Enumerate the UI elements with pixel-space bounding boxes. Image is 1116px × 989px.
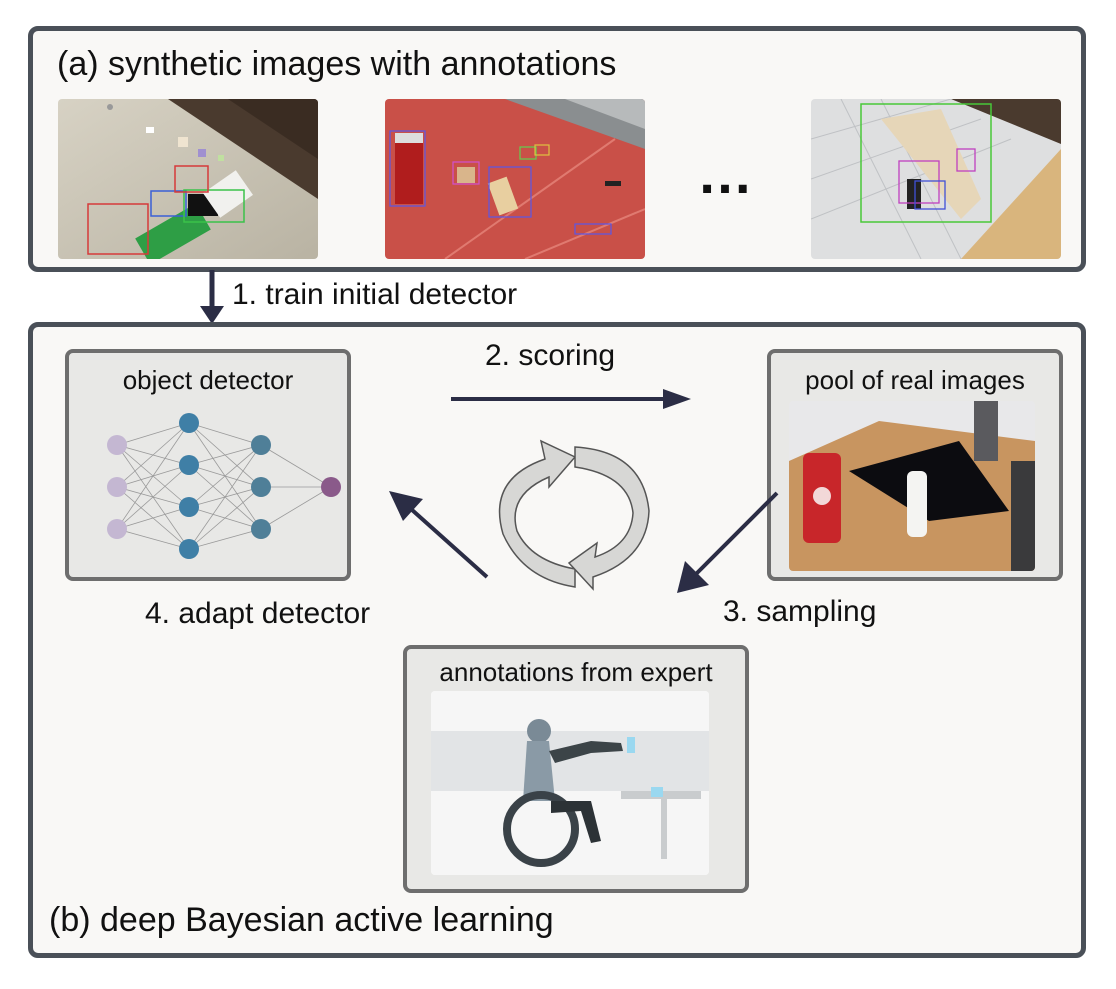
scoring-arrow <box>451 389 691 409</box>
annotations-from-expert-box: annotations from expert <box>403 645 749 893</box>
object-detector-box: object detector <box>65 349 351 581</box>
train-arrow <box>200 270 224 324</box>
synthetic-image-2 <box>385 99 645 259</box>
expert-image <box>431 691 709 875</box>
pool-title: pool of real images <box>805 365 1025 395</box>
cycle-icon <box>498 439 650 591</box>
neural-network-icon <box>107 413 341 559</box>
active-learning-panel: object detector <box>28 322 1086 958</box>
pool-of-real-images-box: pool of real images <box>767 349 1063 581</box>
object-detector-title: object detector <box>122 365 294 395</box>
step4-label: 4. adapt detector <box>145 597 371 630</box>
step1-label: 1. train initial detector <box>232 278 518 311</box>
real-image <box>789 401 1035 571</box>
synthetic-image-1 <box>58 99 318 259</box>
step3-label: 3. sampling <box>723 595 877 628</box>
panel-b-title: (b) deep Bayesian active learning <box>49 901 554 939</box>
synthetic-images-panel: (a) synthetic images with annotations <box>28 26 1086 272</box>
step2-label: 2. scoring <box>485 339 616 372</box>
more-images-ellipsis: … <box>697 142 757 205</box>
synthetic-image-3 <box>811 99 1061 259</box>
annotations-title: annotations from expert <box>439 657 713 687</box>
adapt-arrow <box>389 491 489 579</box>
panel-a-title: (a) synthetic images with annotations <box>57 45 617 83</box>
sampling-arrow <box>677 491 779 593</box>
